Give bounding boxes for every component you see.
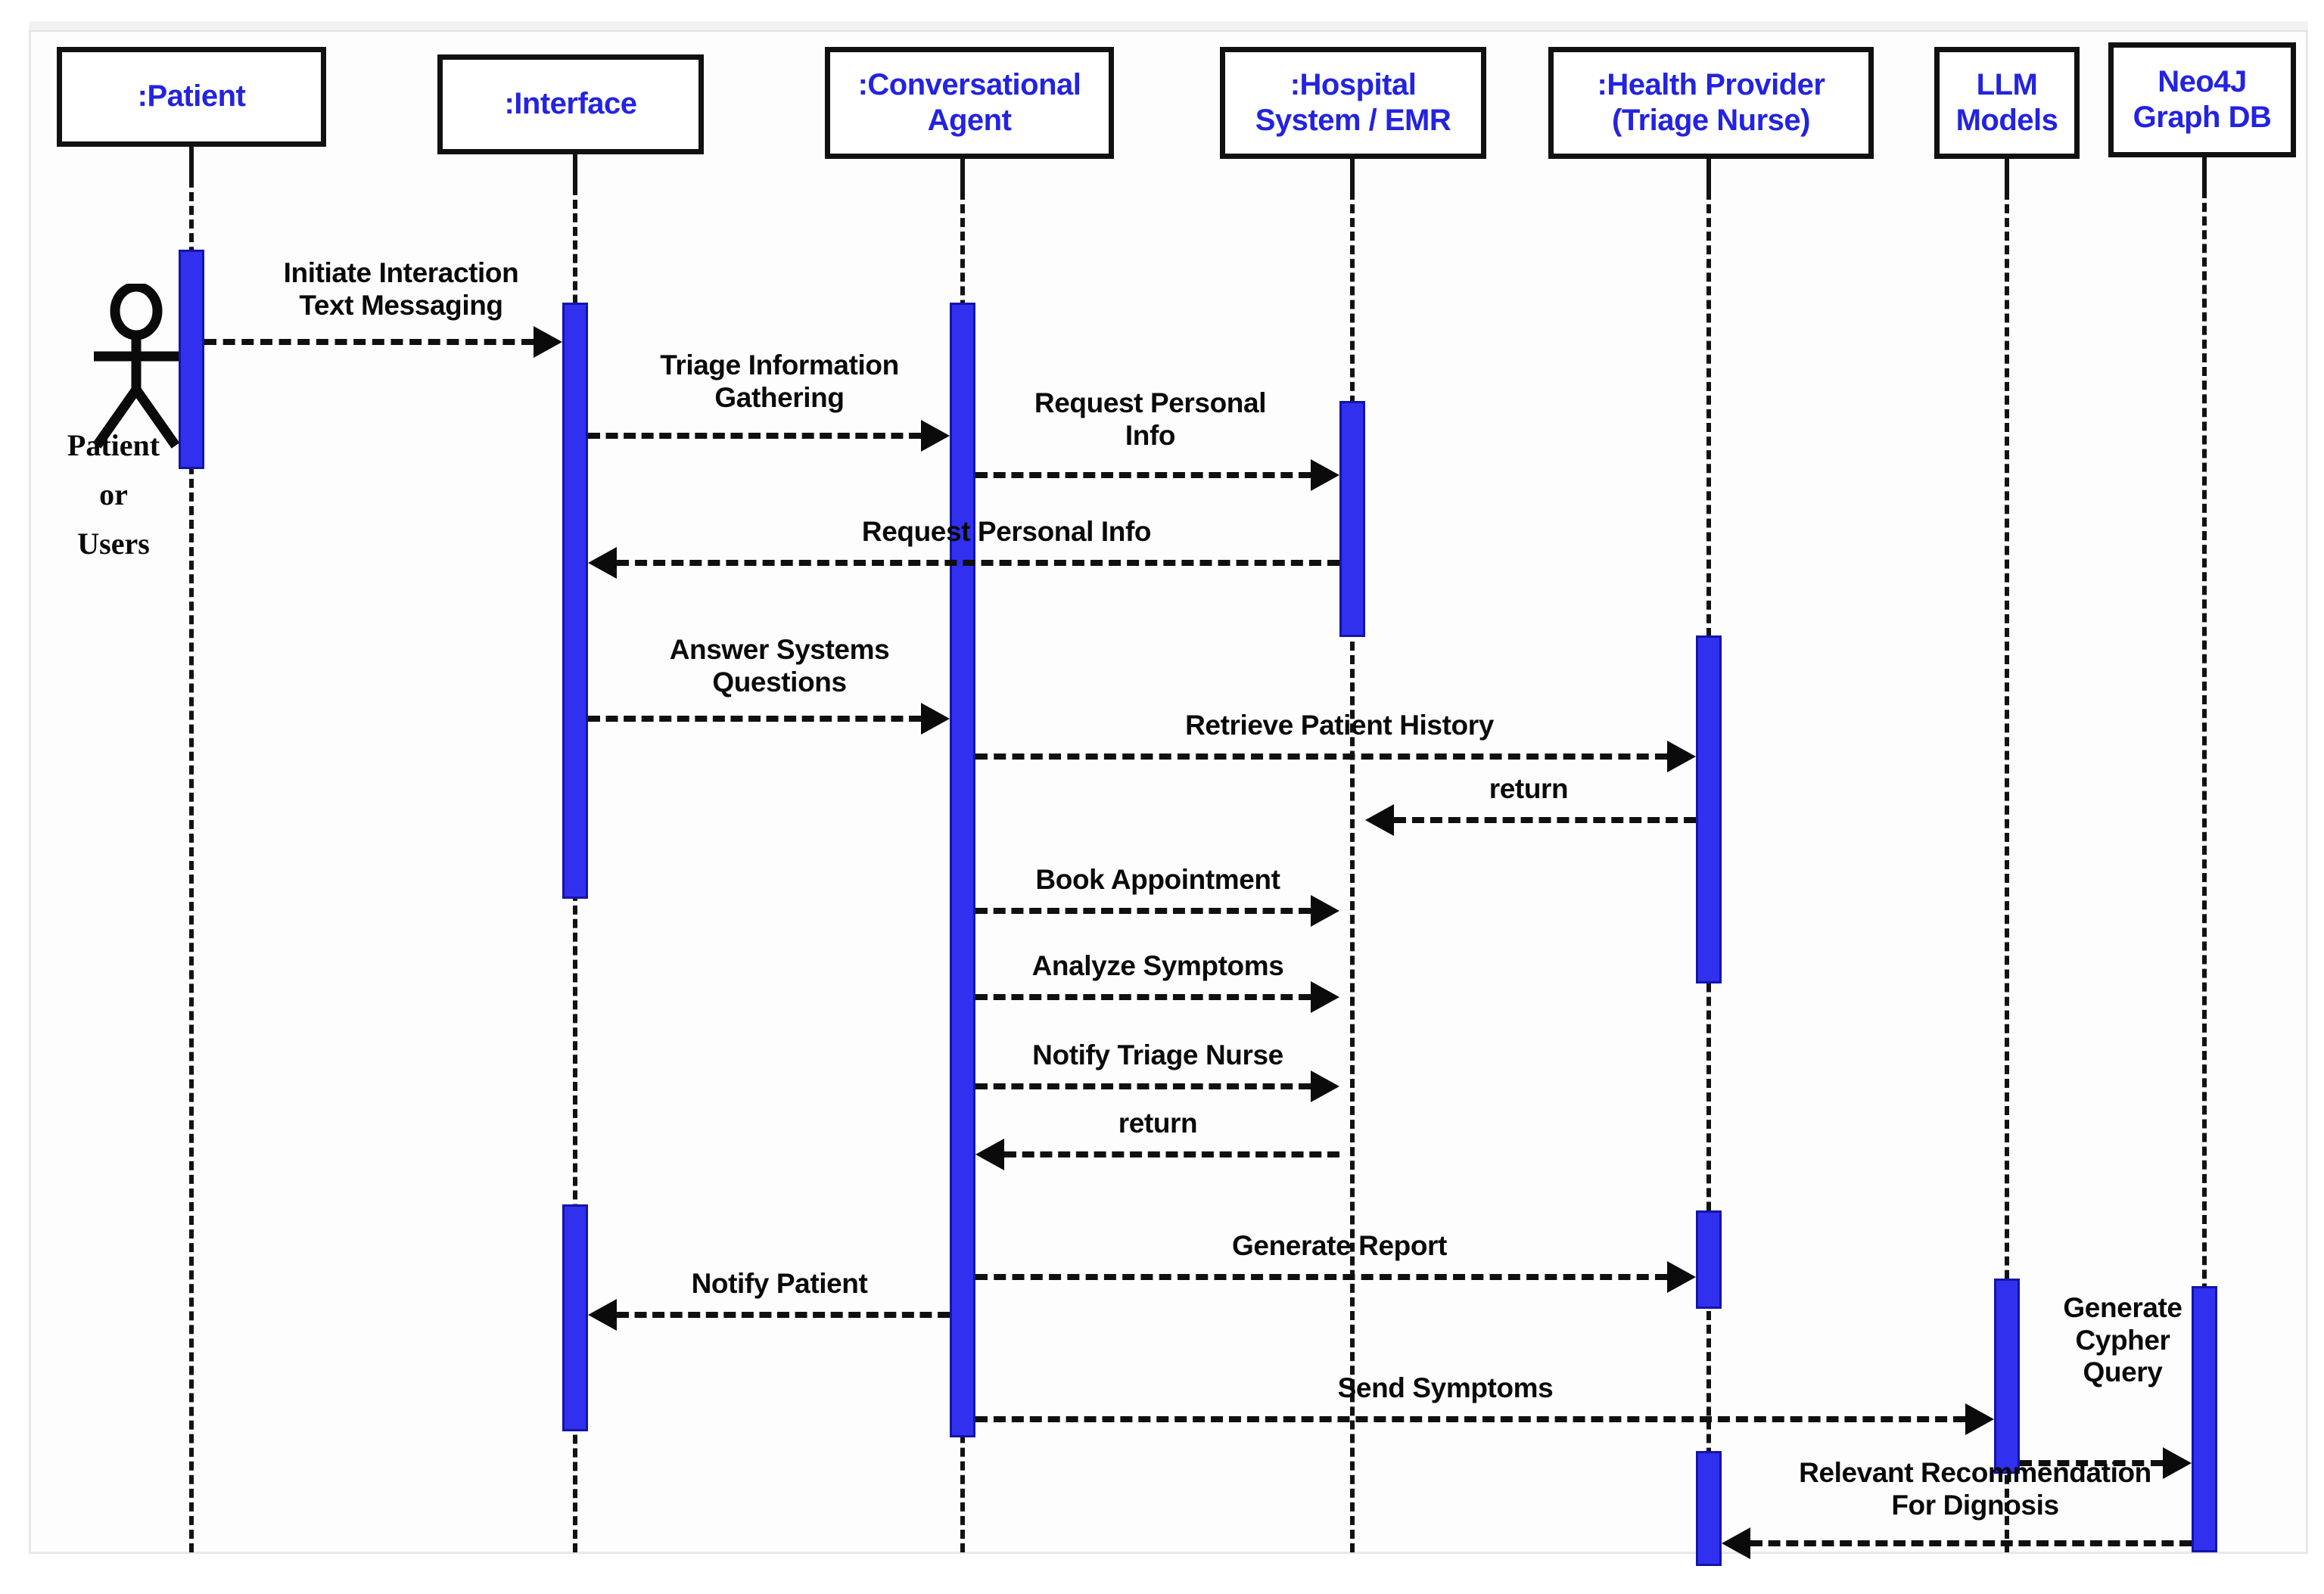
- lifeline-header-patient[interactable]: :Patient: [57, 47, 326, 147]
- message-label-m14: Send Symptoms: [1337, 1372, 1554, 1403]
- message-label-m12: Generate Report: [1232, 1230, 1447, 1261]
- lifeline-label-agent: :Conversational Agent: [857, 67, 1081, 137]
- lifeline-header-llm[interactable]: LLM Models: [1934, 47, 2080, 159]
- message-line-m14[interactable]: [975, 1416, 1965, 1422]
- message-arrowhead-m16: [1722, 1527, 1750, 1559]
- message-line-m13[interactable]: [617, 1312, 950, 1318]
- actor-label-line-1: Patient: [67, 428, 160, 462]
- lifeline-label-patient: :Patient: [137, 79, 246, 113]
- message-arrowhead-m6: [1667, 741, 1696, 772]
- message-label-m13: Notify Patient: [691, 1268, 868, 1299]
- message-label-m2: Triage Information Gathering: [660, 350, 899, 413]
- lifeline-neo4j: [2202, 189, 2207, 1552]
- lifeline-header-agent[interactable]: :Conversational Agent: [825, 47, 1114, 159]
- message-line-m12[interactable]: [975, 1274, 1667, 1280]
- actor-label-line-3: Users: [77, 527, 150, 561]
- lifeline-stub-neo4j: [2202, 157, 2207, 189]
- message-arrowhead-m4: [588, 547, 617, 579]
- activation-bar-interface[interactable]: [562, 303, 588, 899]
- message-line-m4[interactable]: [617, 560, 1339, 566]
- message-label-m4: Request Personal Info: [861, 516, 1152, 547]
- message-line-m7[interactable]: [1394, 817, 1696, 823]
- lifeline-label-emr: :Hospital System / EMR: [1255, 67, 1451, 137]
- message-label-m8: Book Appointment: [1035, 864, 1280, 895]
- message-arrowhead-m13: [588, 1299, 617, 1331]
- lifeline-label-neo4j: Neo4J Graph DB: [2133, 64, 2272, 134]
- lifeline-stub-provider: [1706, 159, 1711, 191]
- lifeline-patient: [189, 179, 194, 1552]
- lifeline-llm: [2005, 191, 2009, 1552]
- lifeline-label-provider: :Health Provider (Triage Nurse): [1597, 67, 1825, 137]
- message-arrowhead-m15: [2163, 1447, 2192, 1479]
- lifeline-stub-patient: [189, 147, 194, 179]
- lifeline-emr: [1350, 191, 1355, 1552]
- message-arrowhead-m7: [1365, 804, 1394, 836]
- message-label-m15: Generate Cypher Query: [2063, 1292, 2182, 1388]
- actor-label-line-2: or: [99, 477, 128, 511]
- activation-bar-provider[interactable]: [1696, 1451, 1722, 1566]
- message-line-m2[interactable]: [588, 433, 921, 439]
- lifeline-stub-interface: [573, 154, 577, 186]
- message-label-m10: Notify Triage Nurse: [1032, 1039, 1283, 1070]
- message-line-m15[interactable]: [2020, 1460, 2163, 1466]
- activation-bar-neo4j[interactable]: [2192, 1286, 2217, 1552]
- message-label-m7: return: [1489, 773, 1569, 804]
- message-line-m11[interactable]: [1004, 1151, 1339, 1157]
- lifeline-header-interface[interactable]: :Interface: [437, 54, 704, 154]
- message-line-m1[interactable]: [204, 339, 534, 345]
- message-label-m9: Analyze Symptoms: [1031, 950, 1284, 981]
- message-label-m5: Answer Systems Questions: [669, 634, 890, 698]
- lifeline-header-emr[interactable]: :Hospital System / EMR: [1220, 47, 1486, 159]
- diagram-frame: [29, 21, 2308, 1554]
- diagram-frame-top-strip: [29, 21, 2308, 32]
- activation-bar-emr[interactable]: [1339, 401, 1365, 637]
- message-line-m6[interactable]: [975, 753, 1667, 760]
- message-label-m16: Relevant Recommendation For Dignosis: [1799, 1457, 2151, 1521]
- lifeline-label-llm: LLM Models: [1955, 67, 2058, 137]
- message-line-m3[interactable]: [975, 472, 1311, 478]
- message-arrowhead-m2: [921, 420, 950, 452]
- message-arrowhead-m11: [975, 1139, 1004, 1170]
- message-arrowhead-m10: [1311, 1070, 1339, 1102]
- message-arrowhead-m3: [1311, 459, 1339, 491]
- activation-bar-provider[interactable]: [1696, 1210, 1722, 1309]
- message-arrowhead-m12: [1667, 1261, 1696, 1293]
- activation-bar-llm[interactable]: [1994, 1279, 2020, 1474]
- activation-bar-patient[interactable]: [179, 250, 204, 469]
- lifeline-stub-agent: [960, 159, 965, 191]
- message-arrowhead-m14: [1965, 1403, 1994, 1435]
- message-arrowhead-m1: [534, 326, 562, 358]
- message-line-m16[interactable]: [1750, 1540, 2192, 1546]
- lifeline-header-neo4j[interactable]: Neo4J Graph DB: [2108, 42, 2296, 157]
- lifeline-header-provider[interactable]: :Health Provider (Triage Nurse): [1548, 47, 1874, 159]
- message-line-m8[interactable]: [975, 908, 1311, 914]
- message-label-m3: Request Personal Info: [1034, 387, 1267, 451]
- message-line-m10[interactable]: [975, 1083, 1311, 1089]
- message-arrowhead-m8: [1311, 895, 1339, 927]
- message-label-m1: Initiate Interaction Text Messaging: [283, 257, 519, 321]
- message-arrowhead-m9: [1311, 981, 1339, 1013]
- message-arrowhead-m5: [921, 703, 950, 735]
- lifeline-stub-emr: [1350, 159, 1355, 191]
- message-label-m11: return: [1118, 1108, 1198, 1139]
- lifeline-label-interface: :Interface: [504, 87, 637, 121]
- stick-figure-actor-icon: [92, 284, 180, 449]
- activation-bar-provider[interactable]: [1696, 635, 1722, 983]
- activation-bar-interface[interactable]: [562, 1204, 588, 1431]
- message-line-m5[interactable]: [588, 716, 921, 722]
- lifeline-stub-llm: [2005, 159, 2009, 191]
- activation-bar-agent[interactable]: [950, 303, 975, 1437]
- message-label-m6: Retrieve Patient History: [1185, 710, 1494, 741]
- message-line-m9[interactable]: [975, 994, 1311, 1000]
